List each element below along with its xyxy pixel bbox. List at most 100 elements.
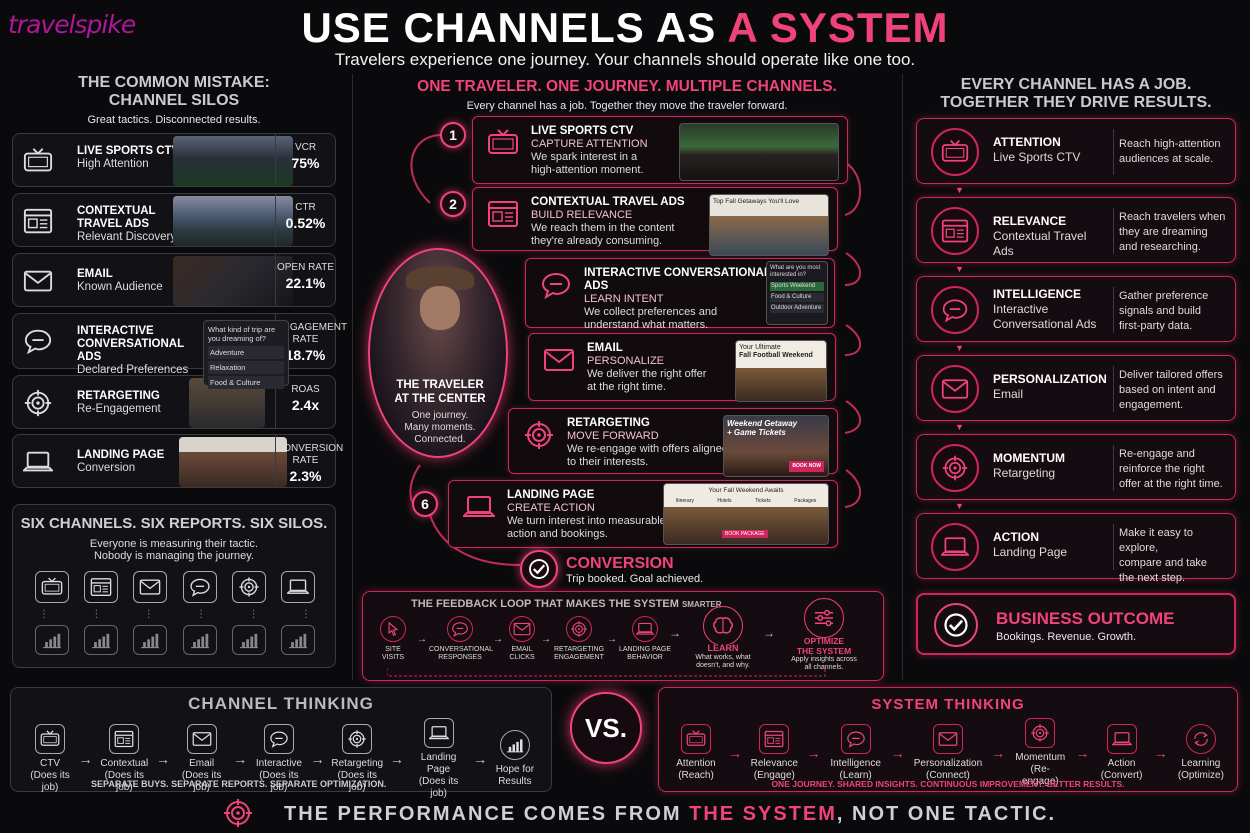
ct-item-landing: Landing Page(Does its job) [410,718,468,800]
step-number-1: 1 [440,122,466,148]
chat-icon [540,271,572,299]
left-heading: THE COMMON MISTAKE: CHANNEL SILOS Great … [12,74,336,126]
job-sub: Retargeting [993,466,1056,480]
step-desc-2: understand what matters. [584,319,709,331]
bars-chart-icon [34,625,69,655]
popup-option[interactable]: Relaxation [208,361,284,374]
traveler-sub-1: One journey. [411,410,469,421]
mail-icon [192,730,212,748]
feedback-heading-small: SMARTER [681,600,722,609]
title-part-a: USE CHANNELS AS [301,4,717,51]
tv-icon [23,147,53,175]
job-desc-1: Re-engage and [1119,448,1195,460]
step-number-2: 2 [440,191,466,217]
step-desc-2: at the right time. [587,381,666,393]
poll-option[interactable]: Food & Culture [770,293,824,302]
learn-title: LEARN [705,643,741,653]
website-image [179,437,287,487]
center-heading: ONE TRAVELER. ONE JOURNEY. MULTIPLE CHAN… [360,78,894,112]
landing-page-image: Your Fall Weekend Awaits Itinerary Hotel… [663,483,829,545]
poll-option[interactable]: Outdoor Adventure [770,304,824,313]
tagline-part-c: , NOT ONE TACTIC. [836,803,1057,825]
step-desc-1: We collect preferences and [584,306,718,318]
feedback-item-l1: LANDING PAGE [619,646,671,653]
interactive-ad-popup: What kind of trip are you dreaming of? A… [203,320,289,389]
st-item-l1: Relevance [750,758,798,769]
poll-option[interactable]: Sports Weekend [770,282,824,291]
step-desc-2: action and bookings. [507,528,608,540]
landing-tab[interactable]: Itinerary [675,498,694,504]
left-subheading: Great tactics. Disconnected results. [87,114,261,126]
brand-logo: travelspike [8,10,136,39]
metric-label: OPEN RATE [276,262,335,273]
chat-icon [941,297,969,323]
tv-icon [34,571,69,603]
landing-tab[interactable]: Hotels [717,498,732,504]
ct-item-l1: Retargeting [331,758,384,769]
st-item-l1: Momentum [1015,752,1066,763]
st-item-l1: Personalization [913,758,983,769]
tv-icon [941,139,969,165]
book-now-button[interactable]: BOOK NOW [789,461,824,472]
six-silos-sub-2: Nobody is managing the journey. [93,550,254,562]
popup-option[interactable]: Adventure [208,346,284,359]
step-label: BUILD RELEVANCE [531,209,633,221]
target-icon [23,389,53,417]
landing-tab[interactable]: Packages [794,498,817,504]
target-icon [570,621,588,637]
email-tablet-image: Your Ultimate Fall Football Weekend [735,340,827,402]
traveler-face [420,286,460,330]
ct-item-interactive: Interactive(Does its job) [253,724,305,794]
metric-label: ROAS [291,384,320,395]
feedback-item-l1: RETARGETING [553,646,605,653]
silo-row-name: LIVE SPORTS CTV [77,145,180,157]
tv-icon [487,129,519,157]
browser-icon [764,730,784,748]
job-desc-3: first-party data. [1119,320,1193,332]
book-package-button[interactable]: BOOK PACKAGE [722,530,768,538]
silo-row-sub: Relevant Discovery [77,231,177,243]
channel-thinking-flow: CTV(Does its job) → Contextual(Does its … [27,718,537,800]
conversion-title: CONVERSION [566,555,674,572]
silo-row-name: LANDING PAGE [77,449,165,461]
metric-label: ENGAGEMENT RATE [276,322,348,345]
landing-tab[interactable]: Tickets [755,498,771,504]
step-label: MOVE FORWARD [567,430,659,442]
page-title: USE CHANNELS AS A SYSTEM [0,4,1250,52]
st-item-l2: (Optimize) [1177,770,1224,781]
step-desc-2: they're already consuming. [531,235,663,247]
bars-chart-icon [182,625,217,655]
cycle-icon [1191,730,1211,748]
job-sub: Email [993,387,1024,401]
ct-item-l2: (Does its job) [104,770,145,793]
channel-thinking-footer: SEPARATE BUYS. SEPARATE REPORTS. SEPARAT… [91,779,387,789]
target-icon [941,455,969,481]
retarget-ad-headline-1: Weekend Getaway [727,419,798,428]
optimize-sub-2: all channels. [804,664,844,671]
job-desc-3: offer at the right time. [1119,478,1223,490]
six-silos-heading: SIX CHANNELS. SIX REPORTS. SIX SILOS. [20,515,328,532]
job-name: ATTENTION [993,135,1061,149]
conversion-sub: Trip booked. Goal achieved. [566,573,704,585]
system-thinking-heading: SYSTEM THINKING [871,696,1025,713]
popup-option[interactable]: Food & Culture [208,376,284,389]
step-desc-2: to their interests. [567,456,649,468]
step-label: CAPTURE ATTENTION [531,138,648,150]
st-item-l1: Action [1107,758,1136,769]
tagline-part-a: THE PERFORMANCE COMES FROM [284,803,682,825]
step-name: EMAIL [587,342,623,354]
step-name: INTERACTIVE CONVERSATIONAL ADS [584,267,771,292]
left-heading-line-1: THE COMMON MISTAKE: [78,74,270,91]
st-item-l2: (Reach) [678,770,714,781]
divider-left [352,74,353,680]
silo-row-sub: Declared Preferences [77,364,189,376]
